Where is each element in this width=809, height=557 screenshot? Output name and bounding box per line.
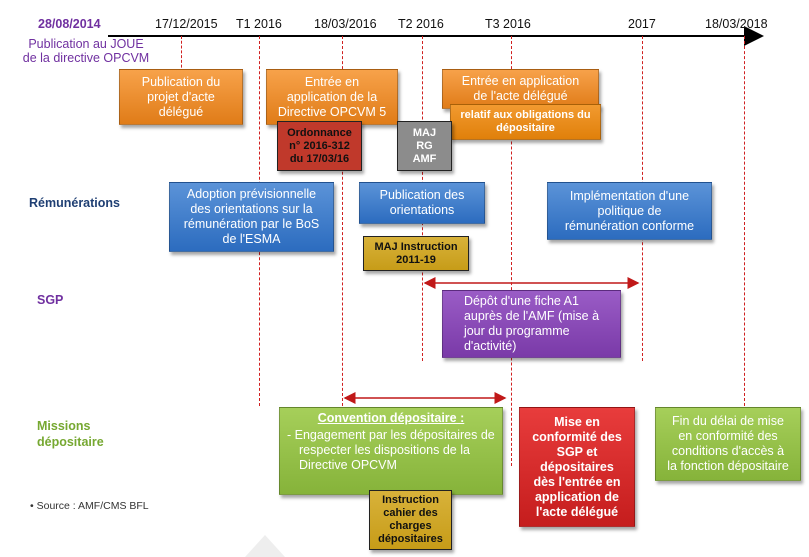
date-2017: 2017 (628, 17, 656, 31)
row-label-remunerations: Rémunérations (29, 196, 120, 210)
watermark-shape (245, 535, 285, 557)
row-label-missions: Missions dépositaire (37, 419, 104, 449)
date-t1-2016: T1 2016 (236, 17, 282, 31)
bullet-icon: • (30, 500, 34, 512)
marker-line-17-12-2015 (181, 36, 182, 82)
date-18-03-2016: 18/03/2016 (314, 17, 377, 31)
date-18-03-2018: 18/03/2018 (705, 17, 768, 31)
row-label-sgp: SGP (37, 293, 64, 307)
source-note: • Source : AMF/CMS BFL (30, 500, 149, 512)
marker-line-18-03-2016 (342, 36, 343, 406)
start-date: 28/08/2014 (38, 17, 101, 31)
marker-line-t3-2016 (511, 36, 512, 466)
date-t2-2016: T2 2016 (398, 17, 444, 31)
marker-line-18-03-2018 (744, 36, 745, 406)
date-t3-2016: T3 2016 (485, 17, 531, 31)
box-convention-depositaire: Convention dépositaire : - Engagement pa… (279, 407, 503, 495)
date-17-12-2015: 17/12/2015 (155, 17, 218, 31)
start-event: Publication au JOUE de la directive OPCV… (22, 37, 150, 65)
